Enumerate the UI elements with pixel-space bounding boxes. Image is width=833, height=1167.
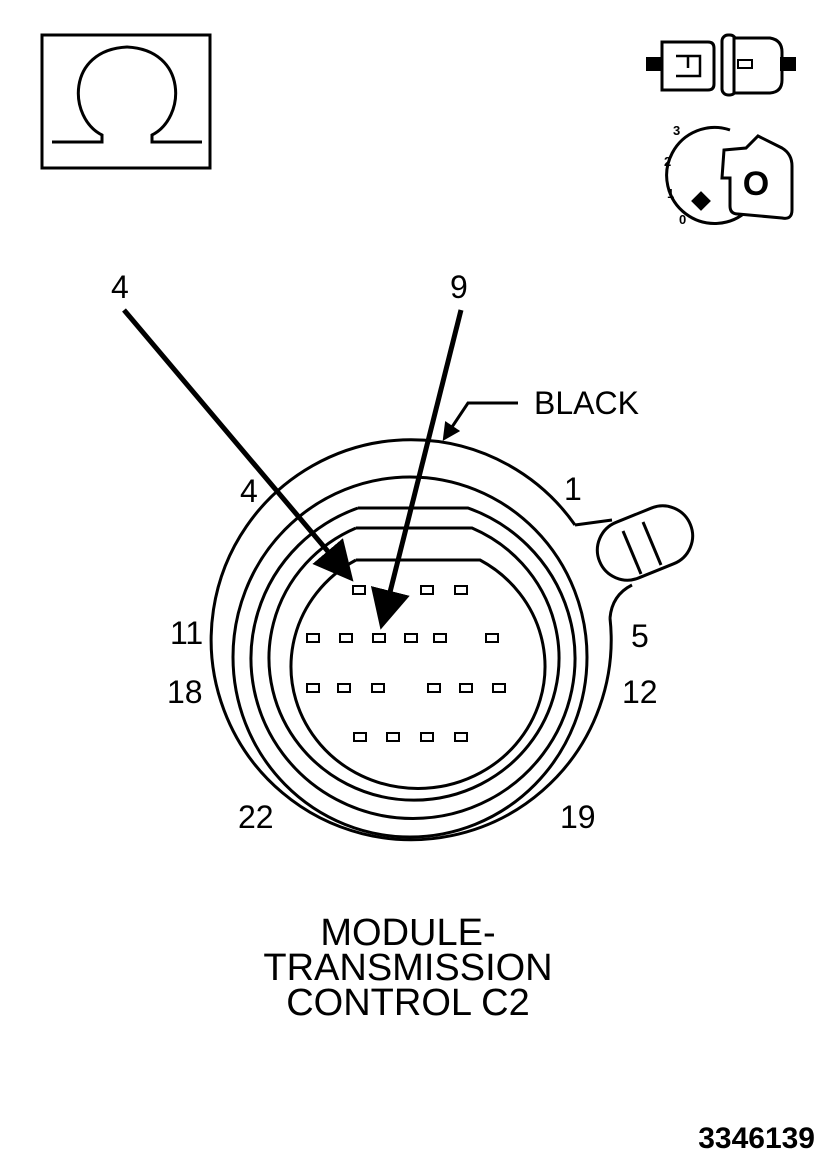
caption-line-1: MODULE-	[320, 912, 495, 954]
cavity-1	[454, 585, 468, 595]
callout-pin-4: 4	[111, 269, 354, 582]
cavity-14	[427, 683, 441, 693]
callout-color: BLACK	[442, 385, 639, 441]
pin-label-5: 5	[631, 618, 649, 654]
pin-label-11: 11	[170, 615, 203, 651]
cavity-4	[352, 585, 366, 595]
cavity-5	[485, 633, 499, 643]
key-position-3: 3	[673, 123, 680, 138]
key-position-2: 2	[664, 154, 671, 169]
disconnected-connector-icon	[646, 33, 796, 97]
pin-label-22: 22	[238, 799, 274, 835]
cavity-8	[404, 633, 418, 643]
cavity-18	[306, 683, 320, 693]
callout-label-9: 9	[450, 269, 468, 305]
connector-body	[209, 438, 695, 842]
color-label: BLACK	[534, 385, 639, 421]
cavity-17	[337, 683, 351, 693]
callout-pin-9: 9	[370, 269, 468, 630]
pin-labels: 4 1 11 5 18 12 22 19	[167, 471, 658, 835]
key-position-0: 0	[679, 212, 686, 227]
cavity-10	[339, 633, 353, 643]
connector-caption: MODULE- TRANSMISSION CONTROL C2	[263, 912, 552, 1024]
cavity-grid	[306, 585, 506, 742]
cavity-16	[371, 683, 385, 693]
figure-id: 3346139	[698, 1122, 815, 1155]
callout-label-4: 4	[111, 269, 129, 305]
pin-label-18: 18	[167, 674, 203, 710]
cavity-11	[306, 633, 320, 643]
ohmmeter-icon	[40, 33, 212, 170]
cavity-13	[459, 683, 473, 693]
key-state-letter: O	[743, 165, 769, 203]
cavity-2	[420, 585, 434, 595]
cavity-22	[353, 732, 367, 742]
pin-label-4: 4	[240, 473, 258, 509]
pin-label-12: 12	[622, 674, 658, 710]
cavity-7	[433, 633, 447, 643]
pin-label-1: 1	[564, 471, 582, 507]
cavity-12	[492, 683, 506, 693]
caption-line-2: TRANSMISSION	[263, 947, 552, 989]
cavity-19	[454, 732, 468, 742]
key-position-1: 1	[667, 186, 674, 201]
ignition-off-icon: 3 2 1 0 O	[664, 123, 794, 227]
pin-label-19: 19	[560, 799, 596, 835]
cavity-20	[420, 732, 434, 742]
cavity-21	[386, 732, 400, 742]
caption-line-3: CONTROL C2	[286, 982, 530, 1024]
cavity-9	[372, 633, 386, 643]
